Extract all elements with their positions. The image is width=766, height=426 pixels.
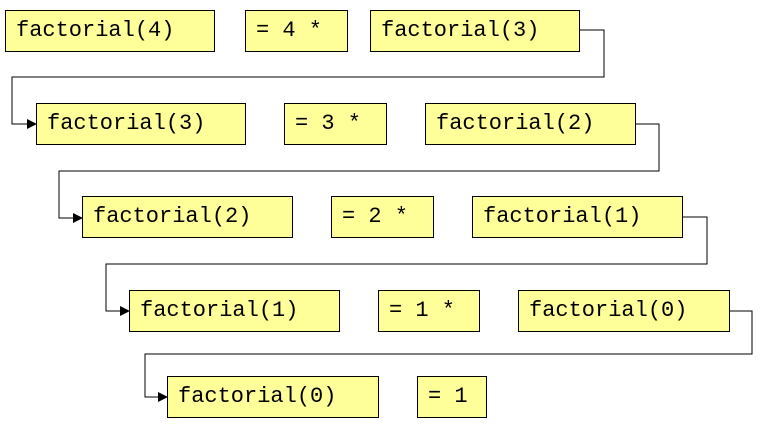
operator-box: = 2 * — [331, 196, 434, 238]
connector-arrow-row3-to-row4 — [105, 216, 708, 316]
operator-box: = 4 * — [245, 10, 348, 52]
next-call-box: factorial(2) — [425, 103, 636, 145]
connector-arrow-row4-to-row5 — [144, 310, 753, 402]
call-box: factorial(2) — [82, 196, 293, 238]
operator-box: = 3 * — [284, 103, 387, 145]
call-box: factorial(3) — [36, 103, 246, 145]
connector-arrow-row2-to-row3 — [58, 123, 660, 223]
operator-box: = 1 * — [378, 290, 480, 332]
result-box: = 1 — [417, 376, 487, 418]
call-box: factorial(4) — [5, 10, 215, 52]
next-call-box: factorial(0) — [518, 290, 730, 332]
next-call-box: factorial(3) — [370, 10, 580, 52]
call-box: factorial(1) — [129, 290, 340, 332]
call-box: factorial(0) — [167, 376, 379, 418]
connector-arrow-row1-to-row2 — [11, 29, 605, 129]
next-call-box: factorial(1) — [472, 196, 683, 238]
